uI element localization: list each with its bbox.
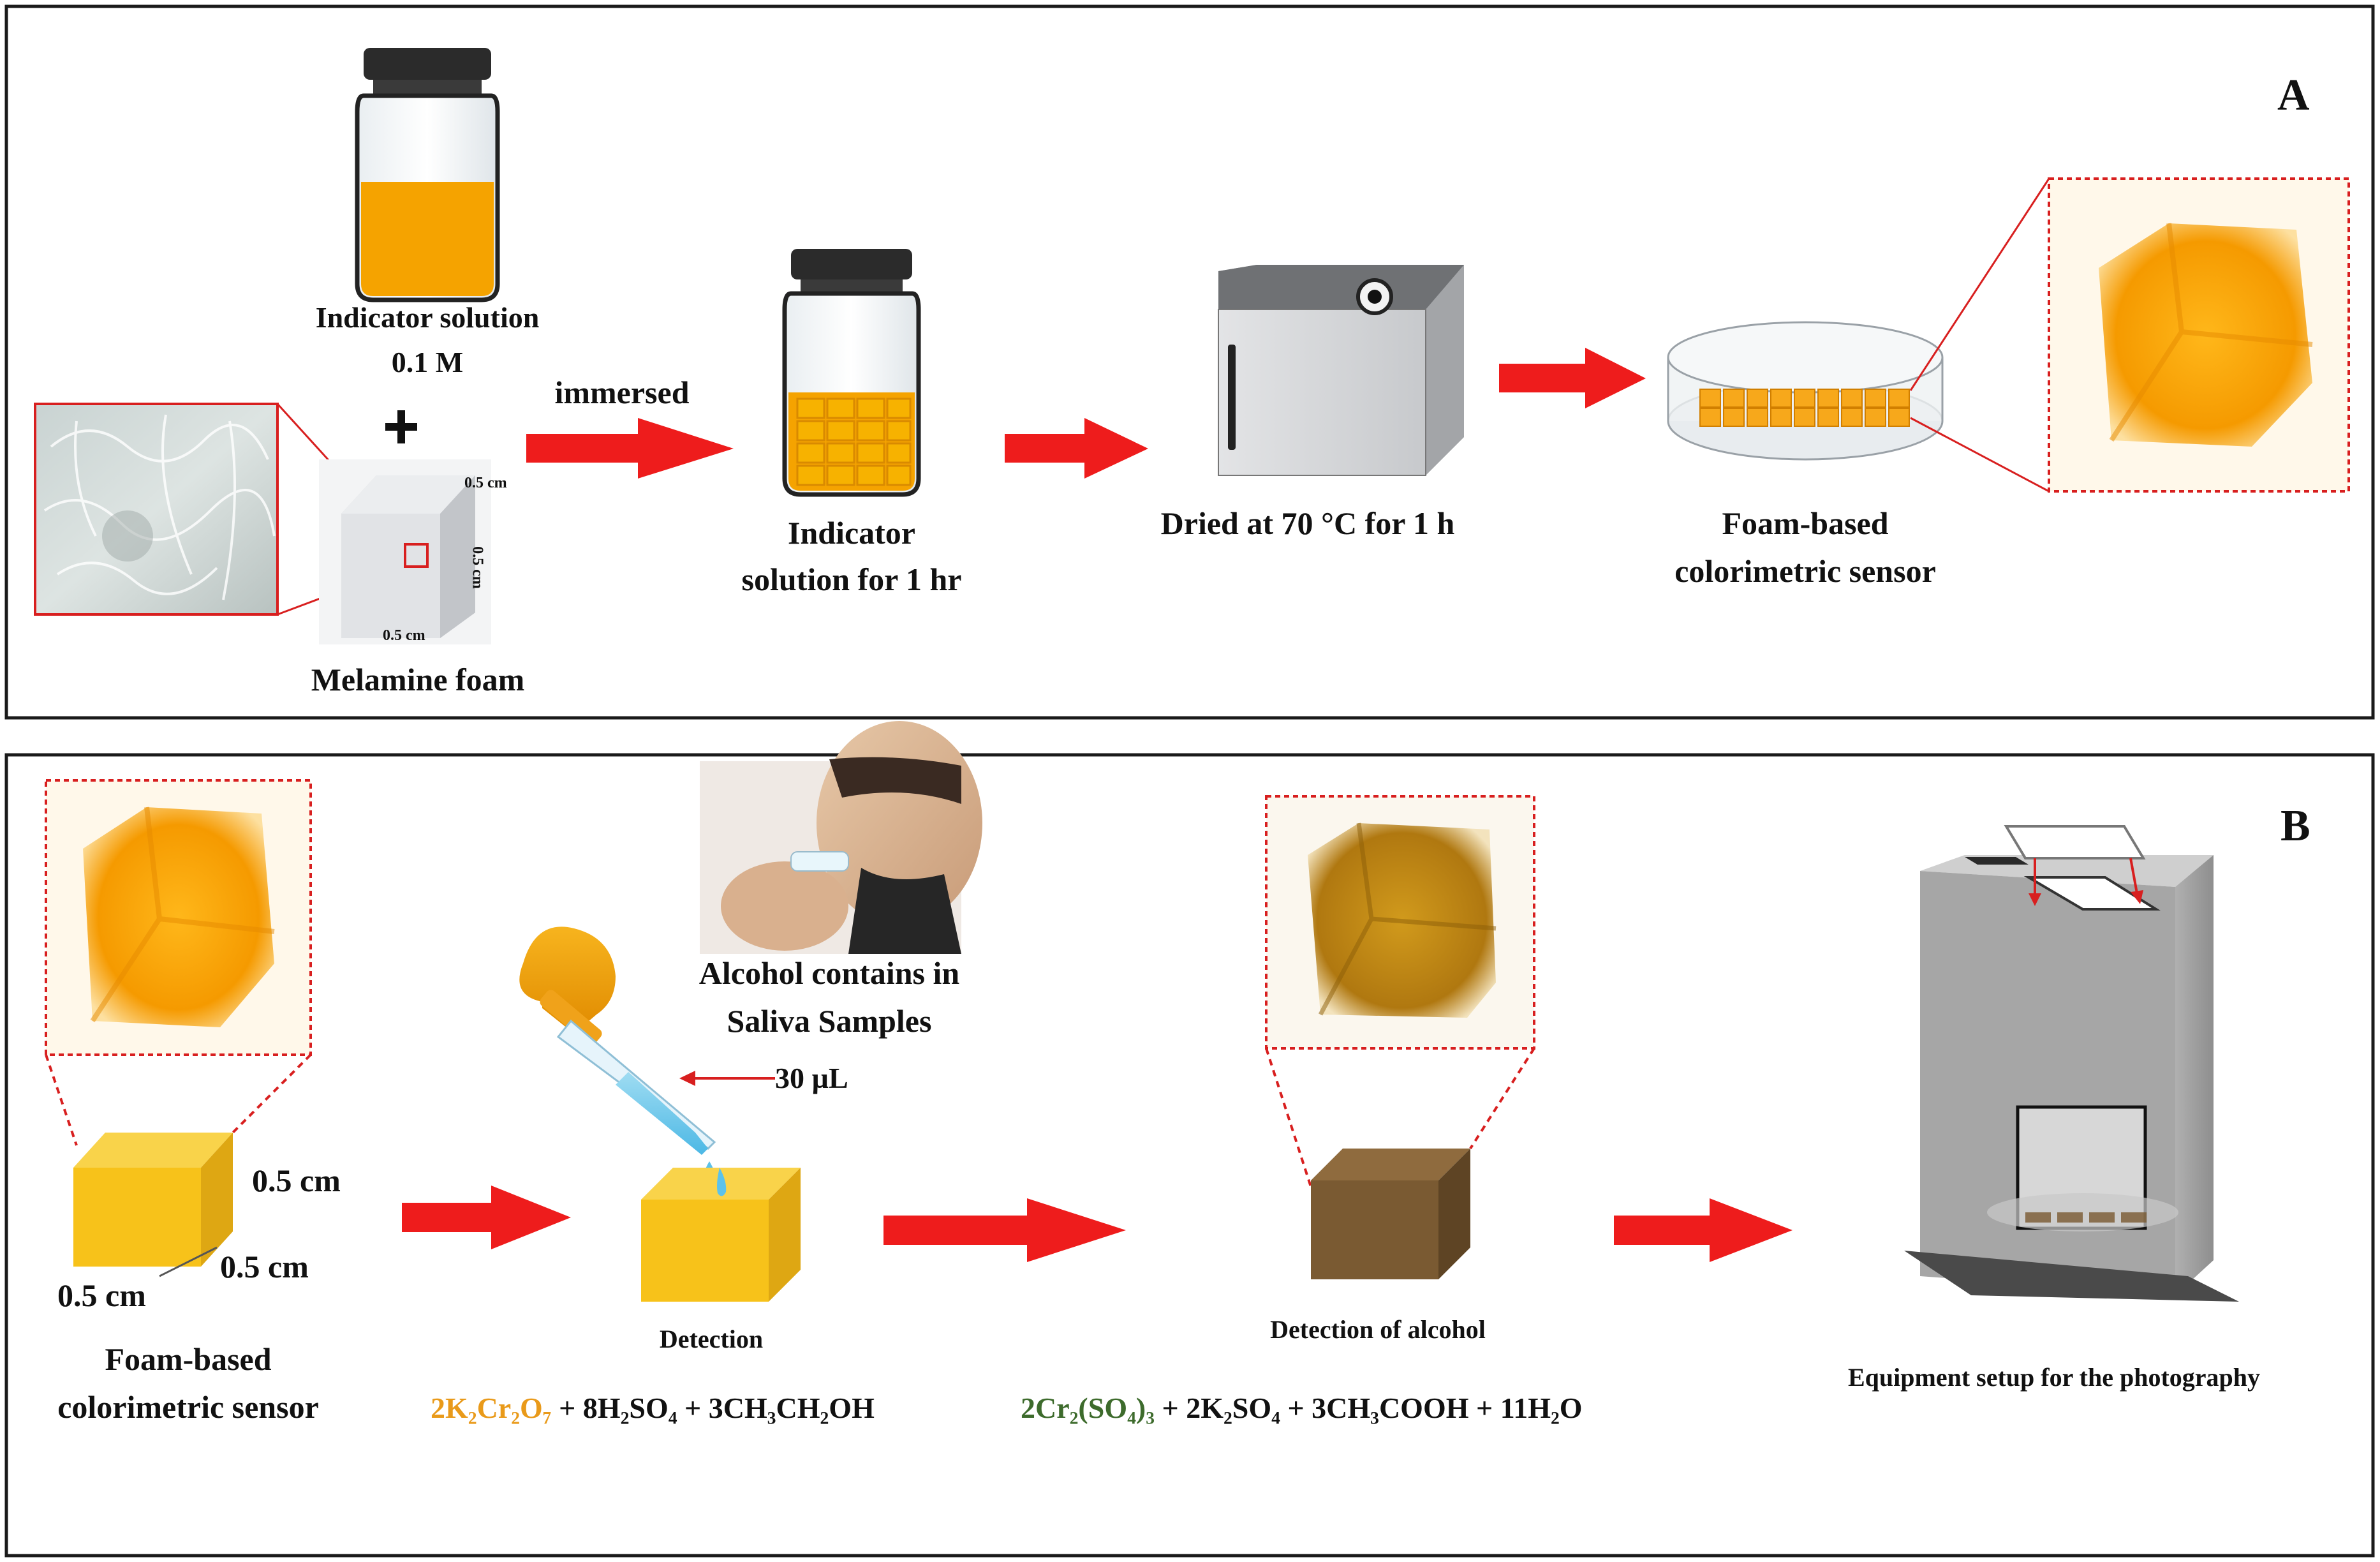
dimension-depth-label: 0.5 cm [220, 1249, 309, 1284]
immersion-label-line1: Indicator [788, 515, 915, 551]
products-rest: + 2K₂SO₄ + 3CH₃COOH + 11H₂O [1155, 1392, 1583, 1424]
alcohol-result-photo [1265, 795, 1535, 1050]
reaction-equation-right: 2Cr₂(SO₄)₃ + 2K₂SO₄ + 3CH₃COOH + 11H₂O [1021, 1391, 1583, 1425]
volume-label: 30 µL [775, 1062, 848, 1094]
zoom-line [1265, 1048, 1312, 1187]
dimension-bottom-label: 0.5 cm [383, 627, 425, 644]
arrow-to-result [883, 1198, 1126, 1262]
arrow-to-detection [402, 1186, 571, 1249]
sensor-label-b-line2: colorimetric sensor [57, 1389, 319, 1425]
indicator-vial-icon [355, 48, 500, 302]
dimension-top-label: 0.5 cm [464, 475, 507, 491]
detection-label: Detection [659, 1325, 764, 1353]
foam-microscope-image [34, 403, 279, 616]
zoom-line [1909, 178, 2050, 391]
immersion-label-line2: solution for 1 hr [741, 562, 962, 597]
dimension-line [159, 1246, 218, 1277]
sensor-cube-photo-b [45, 779, 312, 1056]
zoom-line [1469, 1047, 1535, 1150]
plus-icon [385, 410, 417, 443]
sensor-cube-icon [73, 1133, 233, 1267]
zoom-line [45, 1054, 78, 1146]
dimension-side-label: 0.5 cm [252, 1163, 341, 1198]
melamine-foam-photo [319, 459, 491, 644]
detection-cube-icon [641, 1168, 801, 1302]
arrow-to-photography [1614, 1198, 1792, 1262]
immersed-label: immersed [554, 375, 690, 410]
saliva-label-line2: Saliva Samples [727, 1003, 932, 1039]
dried-label: Dried at 70 °C for 1 h [1160, 505, 1455, 541]
concentration-label: 0.1 M [391, 346, 464, 378]
dichromate-term: 2K₂Cr₂O₇ [431, 1392, 552, 1424]
arrow-to-drying [1005, 418, 1148, 479]
arrow-to-sensor [1499, 348, 1646, 408]
petri-dish-icon [1667, 321, 1944, 461]
reactants-rest: + 8H₂SO₄ + 3CH₃CH₂OH [551, 1392, 875, 1424]
sensor-label-b-line1: Foam-based [105, 1341, 272, 1377]
saliva-sample-photo [700, 721, 982, 954]
melamine-foam-label: Melamine foam [311, 662, 525, 697]
zoom-line [232, 1053, 312, 1134]
reaction-equation-left: 2K₂Cr₂O₇ + 8H₂SO₄ + 3CH₃CH₂OH [431, 1391, 875, 1425]
equipment-label: Equipment setup for the photography [1847, 1363, 2261, 1392]
saliva-label-line1: Alcohol contains in [698, 955, 960, 991]
dimension-right-label: 0.5 cm [469, 546, 486, 589]
alcohol-positive-cube-icon [1311, 1149, 1470, 1279]
dimension-front-label: 0.5 cm [57, 1277, 146, 1313]
arrow-immersed [526, 418, 734, 479]
volume-pointer-head [679, 1071, 695, 1086]
indicator-solution-label: Indicator solution [315, 301, 540, 334]
immersion-vial-icon [782, 249, 921, 497]
panel-a-letter: A [2277, 71, 2310, 120]
sensor-label-line2: colorimetric sensor [1674, 553, 1936, 589]
panel-b-letter: B [2280, 801, 2310, 851]
panel-b-frame [4, 753, 2375, 1558]
photography-box-icon [1904, 825, 2239, 1302]
detection-alcohol-label: Detection of alcohol [1270, 1315, 1486, 1344]
dropper-icon [519, 926, 717, 1193]
zoom-line [1910, 417, 2050, 493]
sensor-label-line1: Foam-based [1722, 505, 1889, 541]
panel-a-frame [4, 4, 2375, 720]
drying-oven-icon [1218, 265, 1464, 476]
sensor-cube-photo [2048, 177, 2350, 493]
chromium-sulfate-term: 2Cr₂(SO₄)₃ [1021, 1392, 1155, 1424]
